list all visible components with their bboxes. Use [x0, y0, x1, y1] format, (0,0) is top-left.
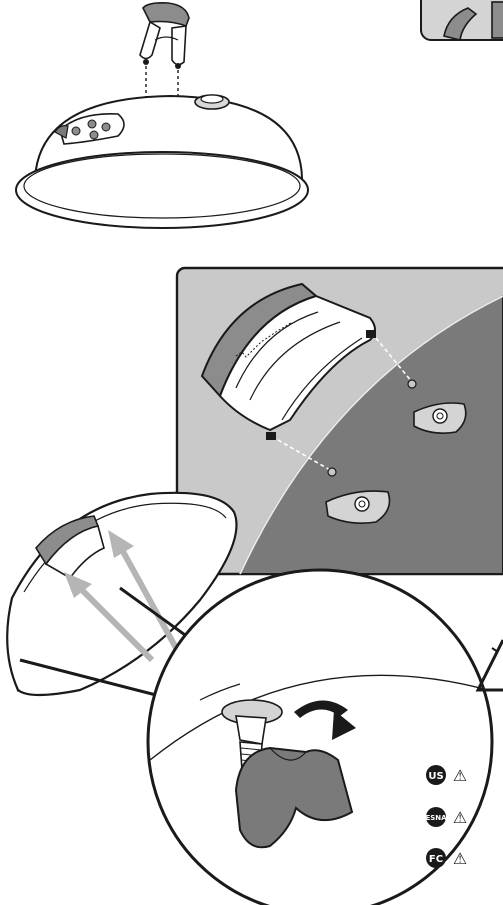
badge-fc-label: FC: [429, 854, 443, 865]
warning-icon: ⚠: [453, 766, 467, 785]
warning-icon: ⚠: [453, 808, 467, 827]
warning-triangle-icon: [478, 640, 503, 690]
grill-lid-icon: [16, 95, 308, 228]
step-1-lid-and-handle: [16, 3, 308, 228]
top-handle-icon: [140, 3, 189, 69]
badge-esna-label: ESNA: [425, 814, 447, 822]
warning-icon: ⚠: [453, 849, 467, 868]
badge-us-label: US: [428, 771, 443, 782]
top-right-detail-panel: [421, 0, 503, 40]
